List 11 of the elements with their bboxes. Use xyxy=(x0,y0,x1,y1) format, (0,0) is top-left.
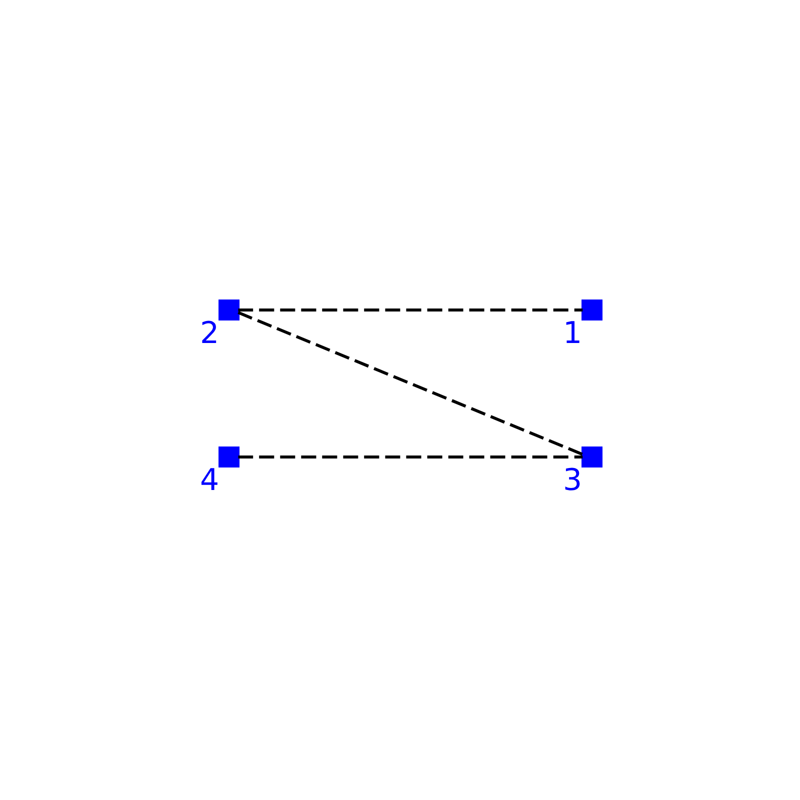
connector xyxy=(238,456,583,458)
node-box xyxy=(218,446,240,468)
node-box xyxy=(582,300,602,320)
node-label: 4 xyxy=(200,463,220,498)
connector xyxy=(238,311,584,456)
node-box xyxy=(218,300,240,320)
node-label: 2 xyxy=(200,316,220,351)
connector xyxy=(238,308,583,312)
node-label: 3 xyxy=(562,463,582,498)
node-label: 1 xyxy=(562,316,582,351)
node-box xyxy=(582,446,602,468)
